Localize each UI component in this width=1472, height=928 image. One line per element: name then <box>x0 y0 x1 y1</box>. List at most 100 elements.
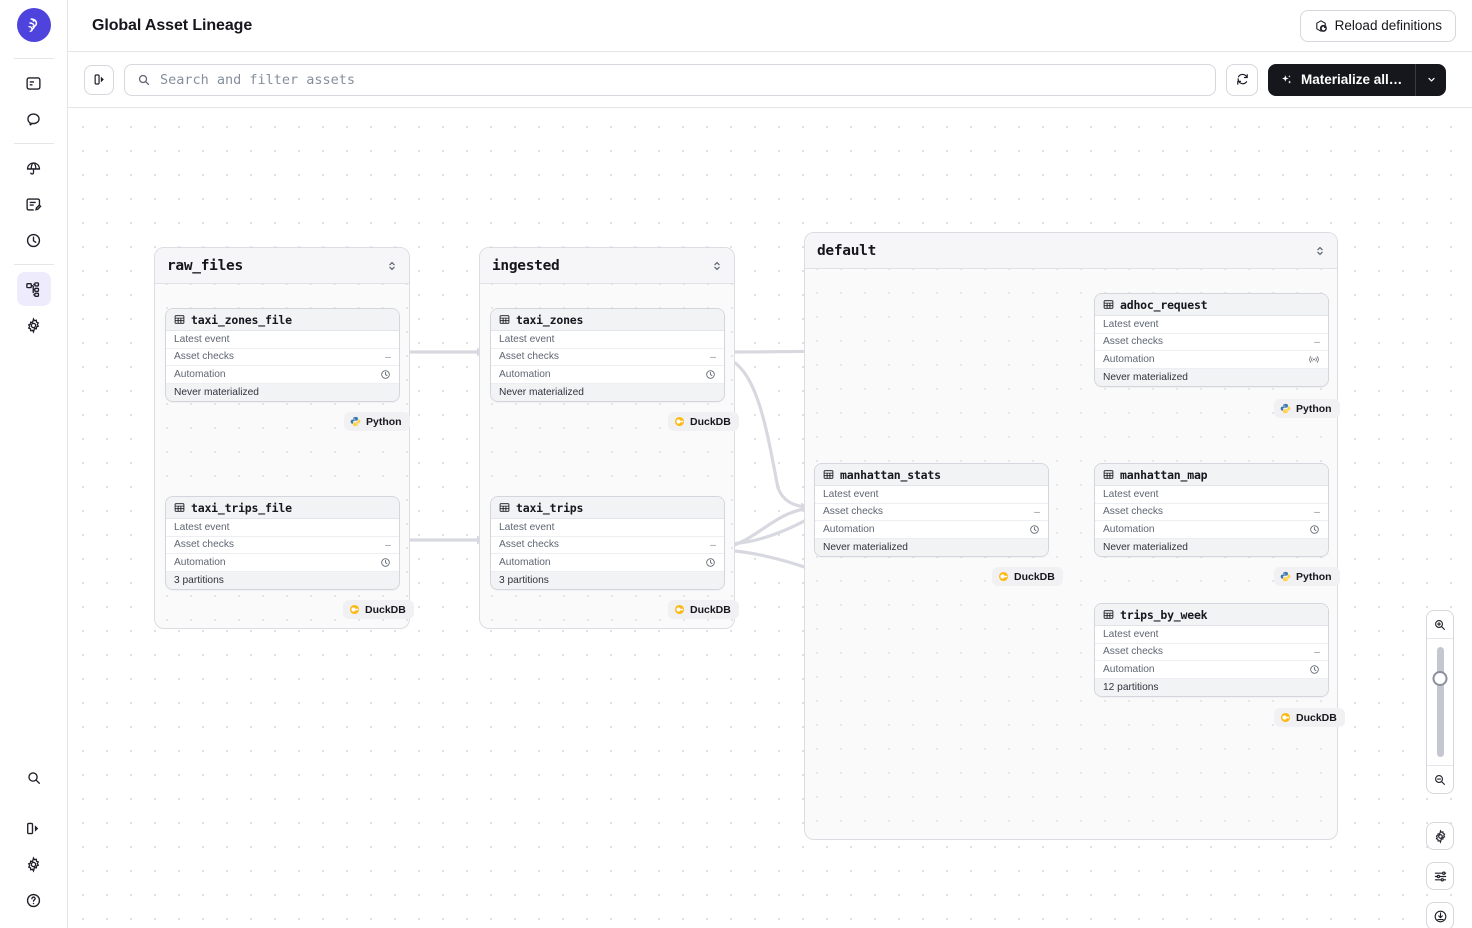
compute-kind-badge-python[interactable]: Python <box>1274 567 1340 586</box>
asset-row-latest-event: Latest event <box>1095 316 1328 334</box>
table-icon <box>499 314 510 325</box>
asset-node-trips_by_week[interactable]: trips_by_week Latest event Asset checks … <box>1094 603 1329 697</box>
asset-node-header: taxi_zones <box>491 309 724 331</box>
panel-collapse-icon[interactable] <box>17 811 51 845</box>
row-label: Automation <box>174 556 226 568</box>
refresh-button[interactable] <box>1226 63 1258 96</box>
row-label: Automation <box>499 556 551 568</box>
collapse-expand-icon[interactable] <box>386 260 398 272</box>
asset-node-status: Never materialized <box>1095 368 1328 386</box>
zoom-out-icon <box>1433 773 1447 787</box>
asset-graph-canvas[interactable]: raw_files ingested <box>68 108 1472 928</box>
sidebar-item-schedules[interactable] <box>17 223 51 257</box>
row-value: – <box>710 538 716 551</box>
table-icon <box>174 314 185 325</box>
asset-node-taxi_trips_file[interactable]: taxi_trips_file Latest event Asset check… <box>165 496 400 590</box>
compute-kind-badge-duckdb[interactable]: DuckDB <box>992 567 1063 586</box>
asset-node-header: taxi_trips <box>491 497 724 519</box>
search-and-filter-bar[interactable] <box>124 63 1216 96</box>
graph-filters-button[interactable] <box>1426 862 1454 890</box>
compute-kind-badge-duckdb[interactable]: DuckDB <box>668 600 739 619</box>
search-icon[interactable] <box>17 761 51 795</box>
fit-to-screen-button[interactable] <box>1426 902 1454 928</box>
compute-kind-badge-python[interactable]: Python <box>344 412 410 431</box>
group-header-default[interactable]: default <box>805 233 1337 269</box>
row-label: Asset checks <box>174 539 235 551</box>
reload-definitions-label: Reload definitions <box>1334 18 1442 33</box>
sidebar-item-assets[interactable] <box>16 272 51 306</box>
asset-row-automation: Automation <box>166 554 399 572</box>
materialize-all-button[interactable]: Materialize all… <box>1268 63 1417 96</box>
dagster-logo-icon[interactable] <box>16 8 51 42</box>
zoom-in-button[interactable] <box>1427 611 1453 638</box>
materialize-all-button-group: Materialize all… <box>1268 63 1447 96</box>
asset-node-status: Never materialized <box>815 538 1048 556</box>
rail-bottom-group <box>17 760 51 928</box>
badge-label: DuckDB <box>1296 711 1337 724</box>
help-question-circle-icon[interactable] <box>17 883 51 917</box>
asset-row-latest-event: Latest event <box>491 519 724 537</box>
sidebar-item-jobs[interactable] <box>17 187 51 221</box>
compute-kind-badge-duckdb[interactable]: DuckDB <box>343 600 414 619</box>
badge-label: Python <box>366 415 402 428</box>
sidebar-item-overview[interactable] <box>17 66 51 100</box>
duckdb-icon <box>674 416 685 427</box>
materialize-dropdown-button[interactable] <box>1416 63 1447 96</box>
compute-kind-badge-python[interactable]: Python <box>1274 399 1340 418</box>
zoom-out-button[interactable] <box>1427 766 1453 793</box>
asset-row-asset-checks: Asset checks – <box>1095 643 1328 661</box>
asset-node-taxi_zones_file[interactable]: taxi_zones_file Latest event Asset check… <box>165 308 400 402</box>
duckdb-icon <box>349 604 360 615</box>
page-title: Global Asset Lineage <box>92 16 253 34</box>
rail-divider <box>13 143 54 144</box>
asset-node-header: taxi_trips_file <box>166 497 399 519</box>
asset-node-manhattan_map[interactable]: manhattan_map Latest event Asset checks … <box>1094 463 1329 557</box>
asset-node-taxi_zones[interactable]: taxi_zones Latest event Asset checks – A… <box>490 308 725 402</box>
compute-kind-badge-duckdb[interactable]: DuckDB <box>1274 708 1345 727</box>
compute-kind-badge-duckdb[interactable]: DuckDB <box>668 412 739 431</box>
asset-node-status: Never materialized <box>1095 538 1328 556</box>
asset-row-asset-checks: Asset checks – <box>1095 503 1328 521</box>
page-header: Global Asset Lineage Reload definitions <box>68 0 1472 52</box>
graph-settings-button[interactable] <box>1426 822 1454 850</box>
row-label: Automation <box>1103 663 1155 675</box>
badge-label: DuckDB <box>1014 570 1055 583</box>
asset-row-latest-event: Latest event <box>491 331 724 349</box>
asset-node-taxi_trips[interactable]: taxi_trips Latest event Asset checks – A… <box>490 496 725 590</box>
row-label: Latest event <box>1103 318 1159 330</box>
asset-node-adhoc_request[interactable]: adhoc_request Latest event Asset checks … <box>1094 293 1329 387</box>
group-header-raw_files[interactable]: raw_files <box>155 248 409 284</box>
table-icon <box>1103 299 1114 310</box>
rail-divider <box>13 58 54 59</box>
user-settings-gear-icon[interactable] <box>17 847 51 881</box>
row-value: – <box>385 538 391 551</box>
clock-icon <box>380 557 391 568</box>
sidebar-item-settings[interactable] <box>17 308 51 342</box>
asset-node-header: manhattan_map <box>1095 464 1328 486</box>
asset-node-status: 12 partitions <box>1095 678 1328 696</box>
search-input[interactable] <box>160 71 1203 88</box>
python-icon <box>1280 403 1291 414</box>
asset-node-manhattan_stats[interactable]: manhattan_stats Latest event Asset check… <box>814 463 1049 557</box>
row-value: – <box>385 350 391 363</box>
zoom-slider-thumb[interactable] <box>1432 671 1448 686</box>
asset-row-latest-event: Latest event <box>1095 626 1328 644</box>
row-label: Asset checks <box>174 351 235 363</box>
group-header-ingested[interactable]: ingested <box>480 248 734 284</box>
asset-row-automation: Automation <box>1095 661 1328 679</box>
sidebar-item-runs[interactable] <box>17 102 51 136</box>
asset-node-title: manhattan_map <box>1120 467 1208 482</box>
collapse-expand-icon[interactable] <box>711 260 723 272</box>
clock-icon <box>1309 524 1320 535</box>
reload-definitions-button[interactable]: Reload definitions <box>1299 9 1456 42</box>
sidebar-item-deployment[interactable] <box>17 151 51 185</box>
collapse-expand-icon[interactable] <box>1314 245 1326 257</box>
zoom-slider[interactable] <box>1427 639 1453 765</box>
row-value: – <box>1034 505 1040 518</box>
toggle-sidebar-button[interactable] <box>84 64 114 95</box>
table-icon <box>174 502 185 513</box>
row-label: Automation <box>1103 353 1155 365</box>
row-label: Automation <box>1103 523 1155 535</box>
clock-icon <box>705 369 716 380</box>
left-nav-rail <box>0 0 68 928</box>
